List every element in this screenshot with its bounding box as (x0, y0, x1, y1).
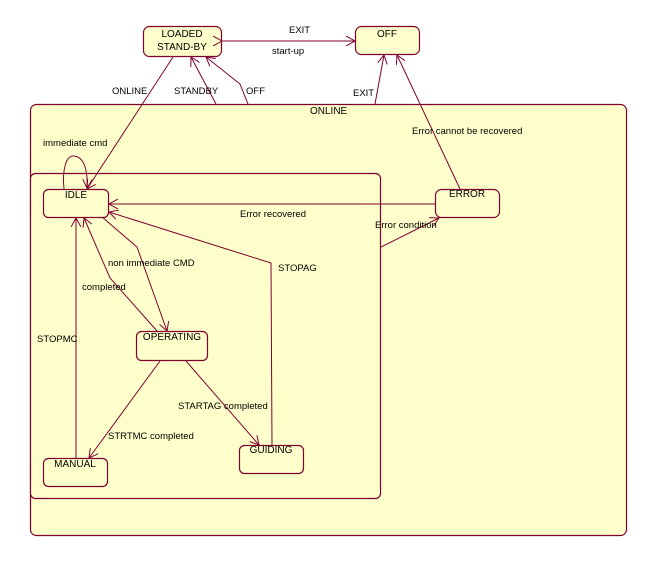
manual-state-label: MANUAL (54, 459, 96, 470)
transition-error-unrecoverable-label: Error cannot be recovered (412, 126, 522, 137)
transition-error-condition[interactable] (380, 218, 439, 248)
error-state-label: ERROR (449, 189, 485, 200)
error-state[interactable] (434, 188, 501, 219)
transition-exit-online[interactable] (374, 55, 384, 105)
transition-immediate-cmd-label: immediate cmd (43, 138, 107, 149)
guiding-state-label: GUIDING (250, 445, 293, 456)
transition-standby-label: STANDBY (174, 86, 219, 97)
transition-strtmc-label: STRTMC completed (108, 431, 194, 442)
transition-non-immediate-label: non immediate CMD (108, 258, 195, 269)
off-state-label: OFF (377, 29, 397, 40)
transition-error-recovered-label: Error recovered (240, 209, 306, 220)
transition-startag-completed[interactable] (185, 360, 259, 445)
online-state-label: ONLINE (310, 106, 348, 117)
transition-online-label: ONLINE (112, 86, 147, 97)
transition-startag-label: STARTAG completed (178, 401, 268, 412)
transition-non-immediate-cmd[interactable] (101, 216, 167, 331)
loaded-state-label-line2: STAND-BY (157, 42, 207, 53)
manual-state[interactable] (42, 457, 109, 488)
transition-strtmc-completed[interactable] (89, 360, 161, 458)
transition-online[interactable] (87, 56, 174, 189)
transition-off-label: OFF (246, 86, 265, 97)
transition-error-unrecoverable[interactable] (397, 55, 461, 190)
transition-stopag-label: STOPAG (278, 263, 317, 274)
transition-stopmc-label: STOPMC (37, 334, 78, 345)
transition-completed[interactable] (84, 218, 158, 332)
transition-exit-label: EXIT (289, 25, 310, 36)
transition-exit-online-label: EXIT (353, 88, 374, 99)
guiding-state[interactable] (238, 444, 305, 475)
transition-off[interactable] (206, 57, 249, 105)
loaded-state-label-line1: LOADED (161, 29, 202, 40)
transition-startup-label: start-up (272, 46, 304, 57)
transition-immediate-cmd[interactable] (63, 155, 87, 190)
transition-error-condition-label: Error condition (375, 220, 437, 231)
transition-standby[interactable] (191, 57, 217, 105)
operating-state[interactable] (135, 330, 209, 362)
transition-stopag[interactable] (109, 212, 273, 446)
operating-state-label: OPERATING (143, 332, 201, 343)
idle-state-label: IDLE (65, 190, 88, 201)
transition-completed-label: completed (82, 282, 126, 293)
